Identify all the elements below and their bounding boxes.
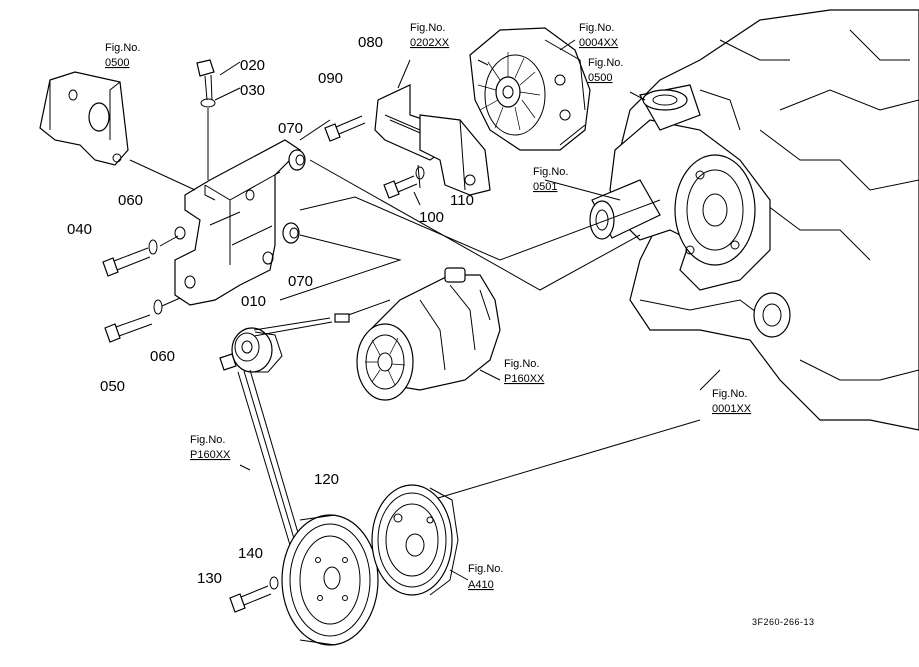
- fig-label-p160-left: Fig.No.: [190, 434, 225, 446]
- part-030: 030: [240, 82, 265, 99]
- fig-label-0500-left: Fig.No.: [105, 42, 140, 54]
- washer-060b: [153, 299, 163, 315]
- fig-label-0004: Fig.No.: [579, 22, 614, 34]
- pulley-a410: [371, 484, 459, 596]
- fig-ref-p160-right[interactable]: P160XX: [504, 373, 545, 385]
- fig-ref-0202[interactable]: 0202XX: [410, 37, 450, 49]
- water-pump: [589, 84, 771, 291]
- part-100: 100: [419, 209, 444, 226]
- fig-label-p160-right: Fig.No.: [504, 358, 539, 370]
- collar-070a: [288, 149, 306, 171]
- crank-pulley-120: [281, 514, 379, 646]
- fig-label-0202: Fig.No.: [410, 22, 445, 34]
- part-020: 020: [240, 57, 265, 74]
- fig-label-0001: Fig.No.: [712, 388, 747, 400]
- fig-label-a410: Fig.No.: [468, 563, 503, 575]
- fig-label-0500-right: Fig.No.: [588, 57, 623, 69]
- bolt-050: [104, 314, 153, 343]
- fig-ref-0501[interactable]: 0501: [533, 181, 557, 193]
- fig-ref-a410[interactable]: A410: [468, 579, 494, 591]
- part-140: 140: [238, 545, 263, 562]
- v-belt: [237, 317, 333, 566]
- washer-030: [200, 98, 216, 108]
- washer-060a: [148, 239, 158, 255]
- part-060b: 060: [150, 348, 175, 365]
- part-110: 110: [450, 192, 474, 209]
- fig-ref-0004[interactable]: 0004XX: [579, 37, 619, 49]
- part-050: 050: [100, 378, 125, 395]
- fig-label-0501: Fig.No.: [533, 166, 568, 178]
- upper-bracket-0500: [39, 71, 129, 166]
- bolt-090: [324, 115, 366, 142]
- leader-lines: [129, 39, 721, 581]
- washer-140: [269, 576, 279, 590]
- fig-ref-0001[interactable]: 0001XX: [712, 403, 752, 415]
- tension-pulley: [219, 327, 283, 373]
- part-090: 090: [318, 70, 343, 87]
- fig-ref-p160-left[interactable]: P160XX: [190, 449, 231, 461]
- washer-110: [415, 166, 425, 180]
- part-070b: 070: [288, 273, 313, 290]
- bracket-080: [374, 84, 491, 196]
- fig-ref-0500-right[interactable]: 0500: [588, 72, 612, 84]
- fig-ref-0500-left[interactable]: 0500: [105, 57, 129, 69]
- collar-070b: [282, 222, 300, 244]
- part-130: 130: [197, 570, 222, 587]
- bolt-040: [102, 247, 151, 277]
- bolt-100: [383, 175, 418, 199]
- part-070a: 070: [278, 120, 303, 137]
- gear-case-cover: [469, 27, 591, 151]
- bracket-010: [174, 139, 301, 306]
- drawing-reference-code: 3F260-266-13: [752, 617, 815, 627]
- ac-compressor: [334, 267, 501, 401]
- part-060a: 060: [118, 192, 143, 209]
- part-080: 080: [358, 34, 383, 51]
- part-120: 120: [314, 471, 339, 488]
- bolt-130: [229, 585, 272, 613]
- part-040: 040: [67, 221, 92, 238]
- part-010: 010: [241, 293, 266, 310]
- bolt-020: [196, 59, 215, 101]
